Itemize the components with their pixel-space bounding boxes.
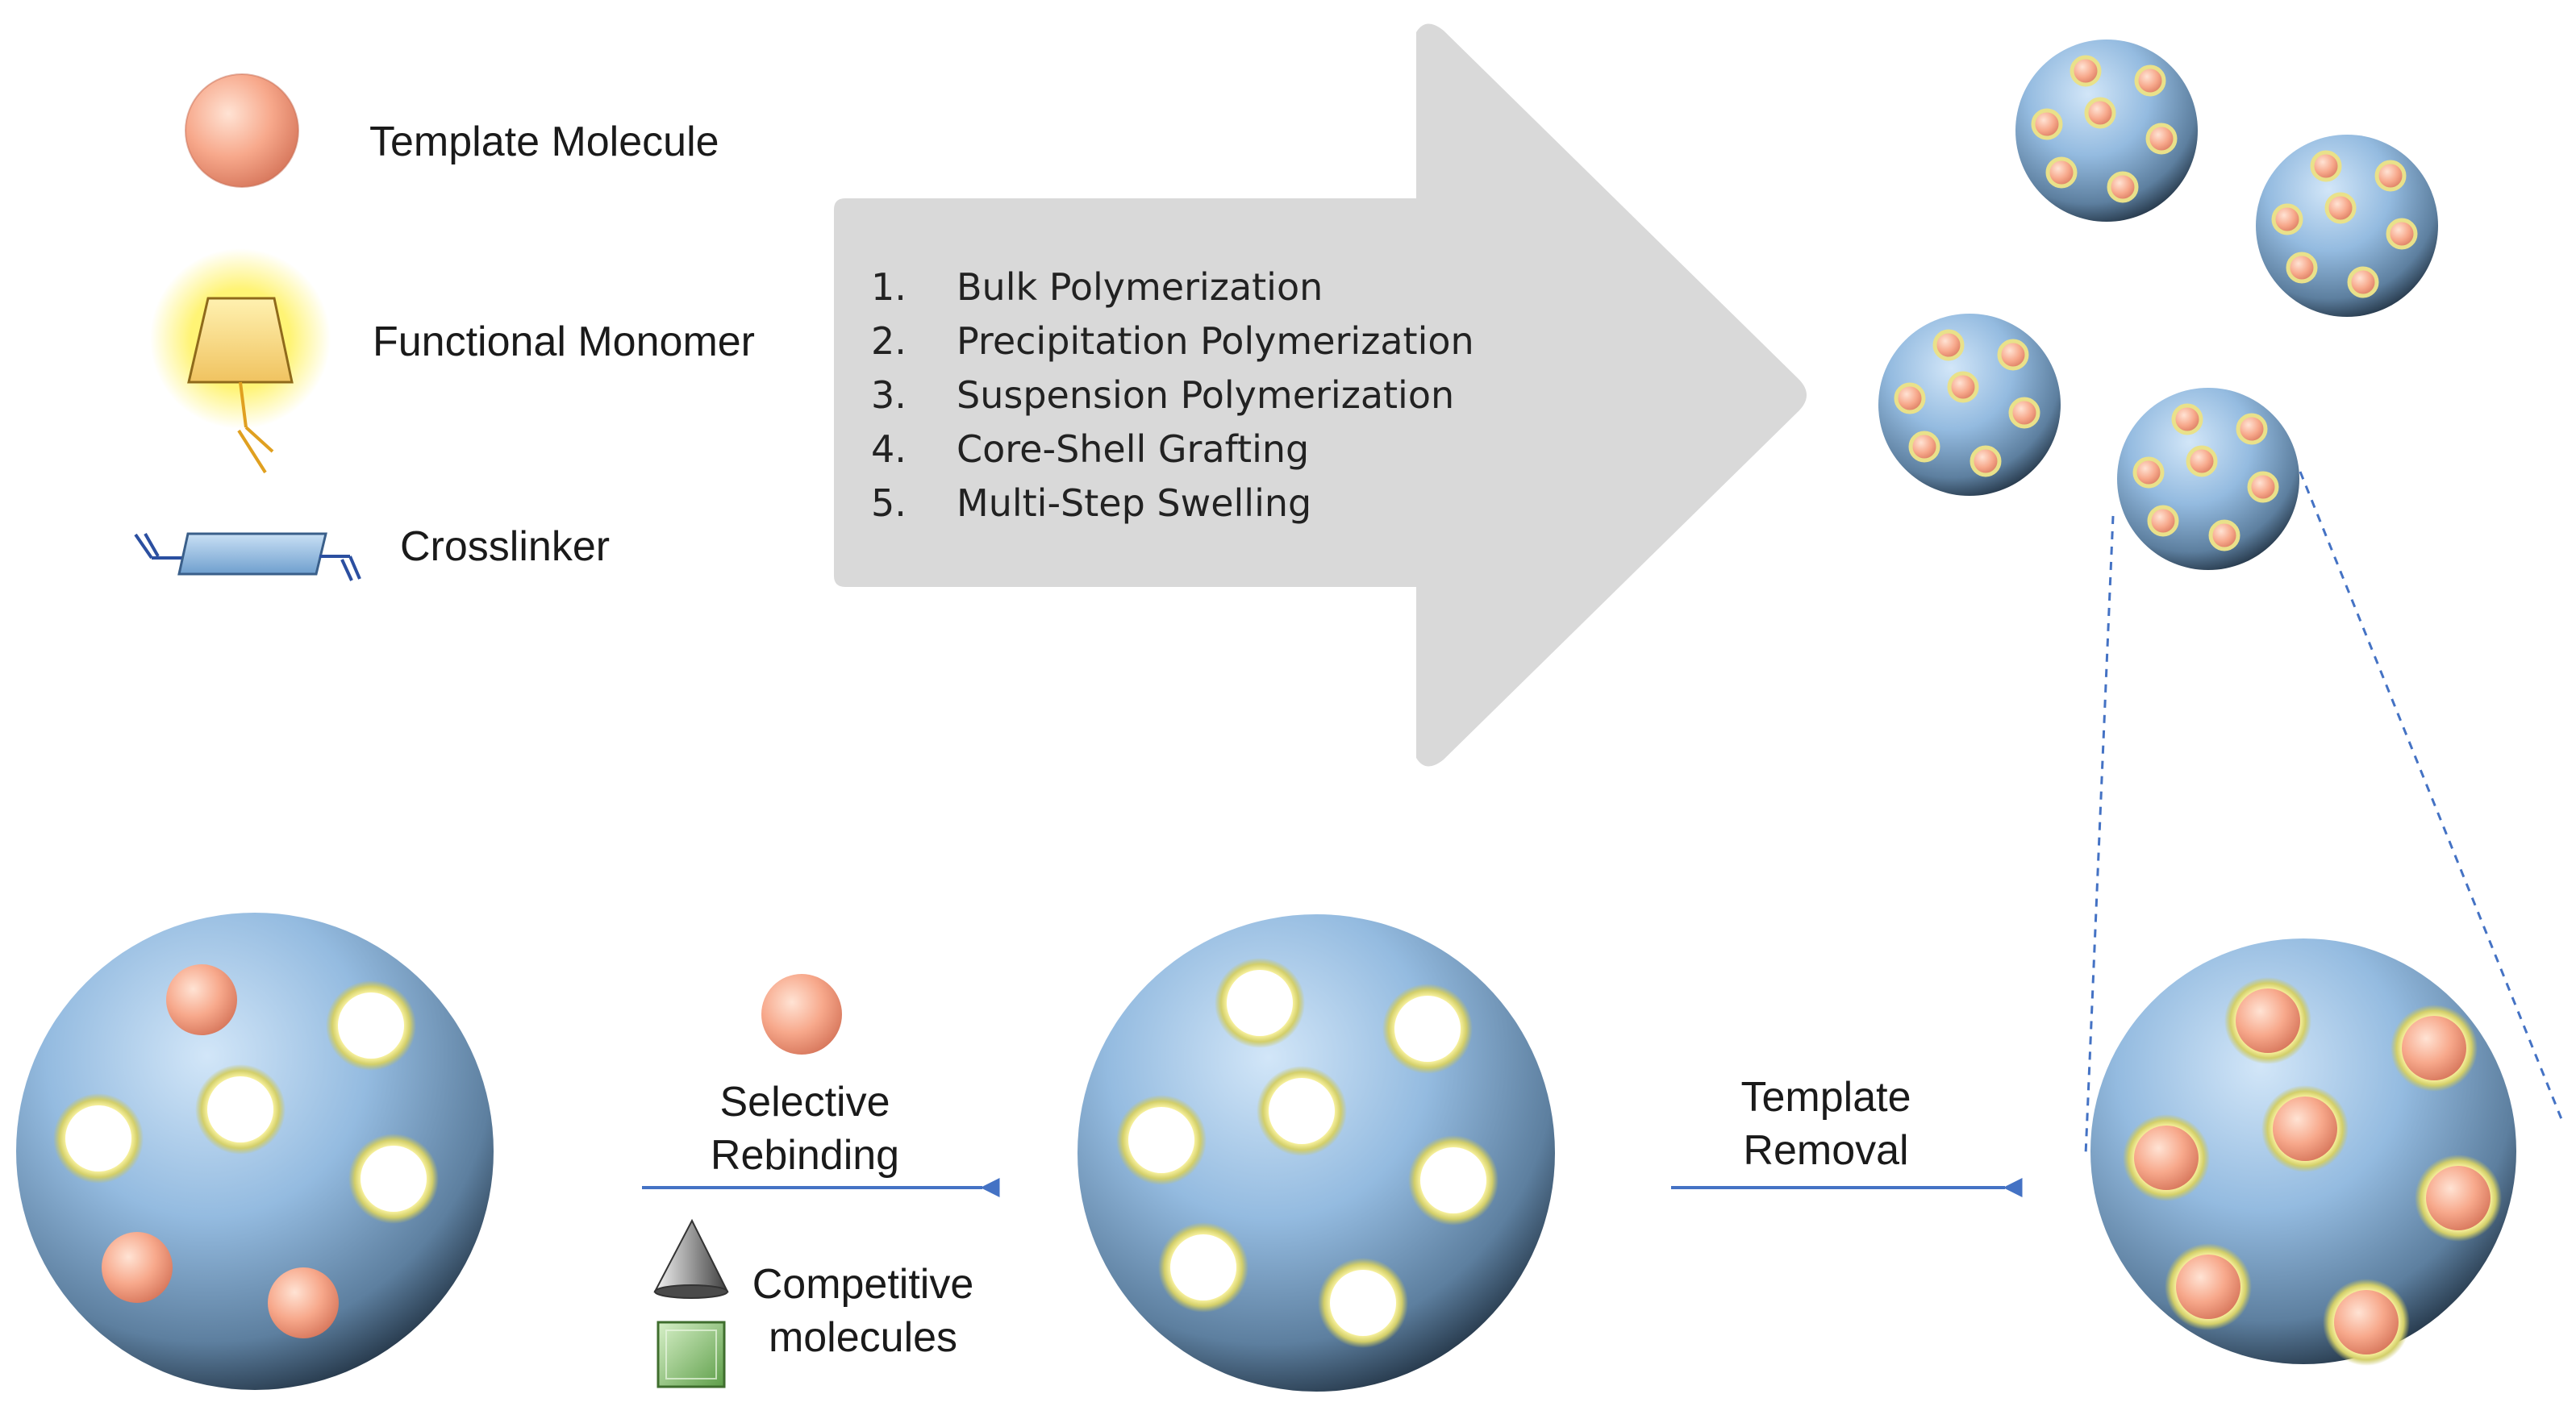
polymer-particle-1 xyxy=(2015,40,2198,222)
competitive-cone-icon xyxy=(653,1218,729,1299)
template-molecule-icon xyxy=(185,73,299,188)
method-item: 2.Precipitation Polymerization xyxy=(871,318,1474,363)
imprinted-polymer-with-template xyxy=(2090,938,2516,1366)
zoom-line-left xyxy=(2084,515,2115,1155)
polymer-particle-3 xyxy=(1878,314,2061,496)
method-item: 4.Core-Shell Grafting xyxy=(871,427,1310,471)
method-item: 1.Bulk Polymerization xyxy=(871,264,1323,309)
legend-template-molecule: Template Molecule xyxy=(369,119,719,165)
competitive-cube-icon xyxy=(657,1321,726,1388)
legend-crosslinker: Crosslinker xyxy=(400,523,611,570)
crosslinker-icon xyxy=(134,532,361,581)
functional-monomer-icon xyxy=(150,248,331,474)
polymer-particle-2 xyxy=(2256,135,2438,317)
polymerization-methods-list: 1.Bulk Polymerization 2.Precipitation Po… xyxy=(871,260,1474,530)
method-item: 3.Suspension Polymerization xyxy=(871,372,1455,417)
rebinding-template-molecule xyxy=(761,974,842,1055)
method-item: 5.Multi-Step Swelling xyxy=(871,481,1312,525)
template-removal-label: Template Removal xyxy=(1740,1074,1911,1174)
polymer-particle-4 xyxy=(2117,388,2299,570)
selective-rebinding-label: Selective Rebinding xyxy=(710,1079,900,1179)
polymer-with-empty-cavities xyxy=(1078,914,1555,1392)
competitive-molecules-label: Competitive molecules xyxy=(752,1261,974,1361)
legend-functional-monomer: Functional Monomer xyxy=(373,318,755,365)
polymer-after-rebinding xyxy=(16,913,494,1390)
process-arrow xyxy=(834,23,1807,767)
